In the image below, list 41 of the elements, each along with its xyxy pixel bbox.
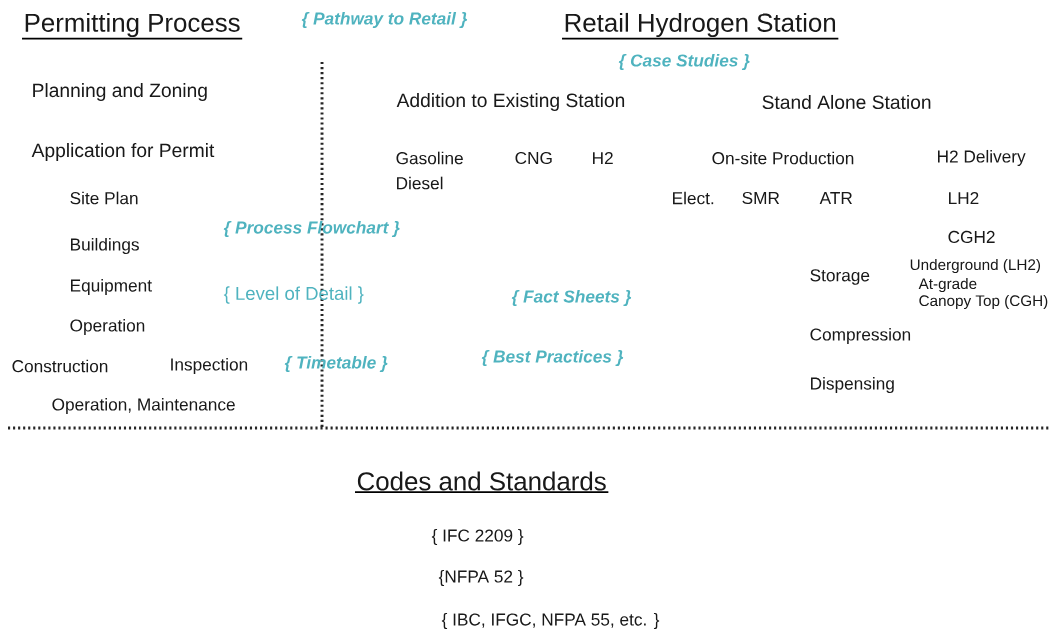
text-label: ATR	[819, 192, 852, 204]
text-label: Storage	[810, 269, 870, 285]
text-label: Planning and Zoning	[33, 83, 207, 101]
topic-link: { Fact Sheets }	[511, 289, 632, 307]
text-label: Canopy Top (CGH)	[919, 294, 1048, 310]
topic-link: { Best Practices }	[481, 349, 624, 367]
text-label: { IFC 2209 }	[431, 528, 524, 545]
section-heading: Permitting Process	[21, 12, 243, 40]
text-label: Operation, Maintenance	[52, 397, 235, 415]
text-label: SMR	[742, 191, 780, 205]
text-label: H2 Delivery	[938, 149, 1026, 167]
topic-link: { Case Studies }	[618, 53, 750, 71]
text-label: {NFPA 52 }	[438, 569, 524, 587]
text-label: Inspection	[171, 357, 248, 375]
text-label: Diesel	[397, 176, 443, 190]
text-label: CGH2	[948, 230, 995, 244]
text-label: { IBC, IFGC, NFPA 55, etc. }	[441, 612, 660, 630]
section-heading: Codes and Standards	[354, 471, 610, 493]
text-label: On-site Production	[712, 151, 854, 165]
topic-link: { Level of Detail }	[223, 286, 364, 304]
section-heading: Retail Hydrogen Station	[561, 12, 840, 40]
text-label: Underground (LH2)	[910, 258, 1041, 274]
text-label: At-grade	[918, 277, 977, 293]
text-label: Gasoline	[396, 151, 463, 165]
topic-link: { Pathway to Retail }	[301, 11, 468, 29]
text-label: Operation	[70, 318, 145, 335]
text-label: CNG	[515, 151, 552, 165]
text-label: LH2	[949, 191, 979, 204]
text-label: Dispensing	[811, 376, 894, 394]
text-label: Buildings	[71, 237, 139, 255]
text-label: Site Plan	[70, 191, 138, 205]
text-label: Compression	[810, 327, 911, 345]
topic-link: { Process Flowchart }	[223, 221, 400, 238]
text-label: Construction	[12, 359, 108, 373]
text-label: Equipment	[71, 278, 152, 296]
text-label: H2	[593, 151, 613, 164]
text-label: Stand Alone Station	[762, 94, 931, 110]
text-label: Application for Permit	[31, 143, 215, 161]
text-label: Elect.	[673, 191, 714, 205]
topic-link: { Timetable }	[284, 355, 388, 373]
text-label: Addition to Existing Station	[396, 93, 625, 111]
